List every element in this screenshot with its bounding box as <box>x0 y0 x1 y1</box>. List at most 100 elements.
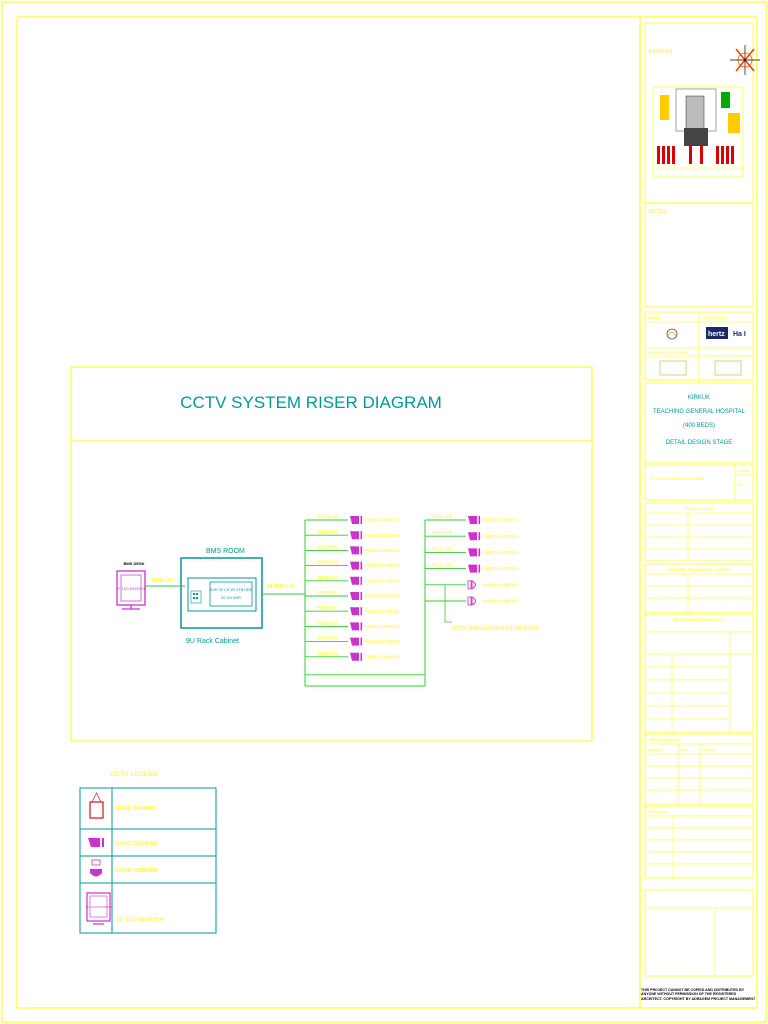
legend-monitor-icon-text: 19" LCD MONITOR <box>85 905 112 909</box>
scale-label: SCALE <box>738 469 750 473</box>
right-dome-camera-icon <box>467 579 476 590</box>
right-camera-label: DOME CAMERA <box>483 582 519 587</box>
left-camera-label: FIXED CAMERA <box>365 563 400 568</box>
left-camera-label: FIXED CAMERA <box>365 548 400 553</box>
left-camera-label: FIXED CAMERA <box>365 518 400 523</box>
left-camera-label: FIXED CAMERA <box>365 533 400 538</box>
right-camera-label: FIXED CAMERA <box>483 518 518 523</box>
right-fixed-camera-icon <box>468 516 481 524</box>
right-camera-label: FIXED CAMERA <box>483 534 518 539</box>
left-fixed-camera-icon <box>350 546 363 555</box>
right-cable-label: RG6+U/6 <box>433 546 453 551</box>
right-cable-label: RG6+U/6 <box>433 514 453 519</box>
drawing-title-cell: CCTV SYSTEM RISER DIAGRAM <box>650 477 704 481</box>
legend-dome-camera-icon <box>90 859 102 877</box>
bms-desk-label: BMS DESK <box>123 561 144 566</box>
project-line-1: KIRKUK <box>688 395 710 401</box>
note-leader-line <box>444 585 452 623</box>
legend-title: CCTV LEGEND <box>111 771 158 778</box>
scale-value: NTS <box>738 483 746 487</box>
project-line-4: DETAIL DESIGN STAGE <box>666 440 733 446</box>
right-camera-label: DOME CAMERA <box>483 599 519 604</box>
transmission-label: DOCUMENT TRANSMISSION / SIGN OFF <box>668 568 729 572</box>
right-fixed-camera-icon <box>468 564 481 573</box>
contractor-logo-icon: hertz Ha I <box>706 327 746 339</box>
left-fixed-camera-icon <box>350 576 363 585</box>
left-cable-label: RG6+U/6 <box>318 514 338 519</box>
left-camera-label: FIXED CAMERA <box>365 578 400 583</box>
main-cable-label: RG6+U/6 <box>152 578 173 584</box>
rev-header-date: DATE <box>681 748 689 752</box>
key-plan-sketch <box>652 86 744 178</box>
lcd-monitor-icon <box>116 570 146 610</box>
legend-label-monitor: 19" LCD MONITOR <box>116 917 164 923</box>
inner-border <box>16 16 758 1009</box>
left-cable-label: RG6+U/6 <box>318 636 338 641</box>
left-fixed-camera-icon <box>350 516 363 524</box>
svg-text:Ha I: Ha I <box>733 331 746 338</box>
trunk-cable-label: 14 RG6+U/6 <box>267 584 295 590</box>
rev-header-status: STATUS <box>703 748 714 752</box>
legend-rack-icon <box>89 792 104 819</box>
left-camera-label: FIXED CAMERA <box>365 624 400 629</box>
left-cable-label: RG6+U/6 <box>318 605 338 610</box>
designer-label: DESIGNED AND CONTRACTED BY <box>673 618 726 622</box>
left-cable-label: RG6+U/6 <box>318 651 338 656</box>
diagram-frame <box>70 366 593 742</box>
owner-logo-icon <box>666 328 678 340</box>
svg-text:hertz: hertz <box>708 331 725 338</box>
left-camera-label: FIXED CAMERA <box>365 594 400 599</box>
right-cable-label: RG6+U/6 <box>433 563 453 568</box>
nvr-text-1: NVR 32 CH W/ 4TB HDD <box>210 588 253 592</box>
legend-label-rack: RACK CABINET <box>116 806 157 812</box>
left-cable-label: RG6+U/6 <box>318 544 338 549</box>
left-camera-label: FIXED CAMERA <box>365 639 400 644</box>
left-cable-label: RG6+U/6 <box>318 529 338 534</box>
legend-label-dome: DOME CAMERA <box>116 868 158 874</box>
technical-data-label: TECHNICAL DATA <box>684 507 714 511</box>
right-fixed-camera-icon <box>468 548 481 557</box>
left-fixed-camera-icon <box>350 592 363 600</box>
architectural-label: ARCHITECTURAL DESIGN <box>648 351 688 355</box>
title-block: KEYPLAN <box>641 22 760 1001</box>
notes-label: NOTES <box>649 209 667 215</box>
nvr-text-2: 32 CH NVR <box>221 596 241 600</box>
right-fixed-camera-icon <box>468 532 481 541</box>
project-line-2: TEACHING GENERAL HOSPITAL <box>653 409 746 415</box>
nvr-rack-icon <box>187 577 257 612</box>
riser-diagram: CCTV SYSTEM RISER DIAGRAM BMS DESK 19" L… <box>70 366 593 742</box>
left-fixed-camera-icon <box>350 637 363 646</box>
project-title: KIRKUK TEACHING GENERAL HOSPITAL (400 BE… <box>653 395 746 446</box>
project-line-3: (400 BEDS) <box>683 423 715 429</box>
bms-room-box <box>180 557 263 629</box>
north-arrow-icon <box>730 45 760 75</box>
rack-caption: 9U Rack Cabinet <box>186 638 239 645</box>
left-fixed-camera-icon <box>350 622 363 631</box>
left-cable-label: RG6+U/6 <box>318 575 338 580</box>
legend-monitor-icon <box>86 892 111 925</box>
left-fixed-camera-icon <box>350 531 363 540</box>
keyplan-label: KEYPLAN <box>649 49 672 55</box>
left-camera-label: FIXED CAMERA <box>365 609 400 614</box>
right-camera-label: FIXED CAMERA <box>483 550 518 555</box>
rev-header-revision: REVISION <box>648 748 662 752</box>
legend-label-fixed: FIXED CAMERA <box>116 841 158 847</box>
left-fixed-camera-icon <box>350 561 363 570</box>
right-camera-label: FIXED CAMERA <box>483 566 518 571</box>
revision-label: REVISION DETAILS <box>650 738 679 742</box>
diagram-title: CCTV SYSTEM RISER DIAGRAM <box>180 393 442 412</box>
legend-fixed-camera-icon <box>88 838 104 847</box>
cctv-legend: CCTV LEGEND 19" LCD MONITOR RACK CABINET… <box>79 771 217 934</box>
monitor-text: 19" LCD MONITOR <box>116 587 147 591</box>
left-cable-label: RG6+U/6 <box>318 620 338 625</box>
copyright-notice: THIS PROJECT CANNOT BE COPIED AND DISTRI… <box>641 988 756 1001</box>
left-cable-label: RG6+U/6 <box>318 560 338 565</box>
contractor-label: CONTRACTOR <box>702 316 727 320</box>
right-cable-label: RG6+U/6 <box>433 530 453 535</box>
left-fixed-camera-icon <box>350 607 363 616</box>
owner-label: OWNER <box>648 316 662 320</box>
